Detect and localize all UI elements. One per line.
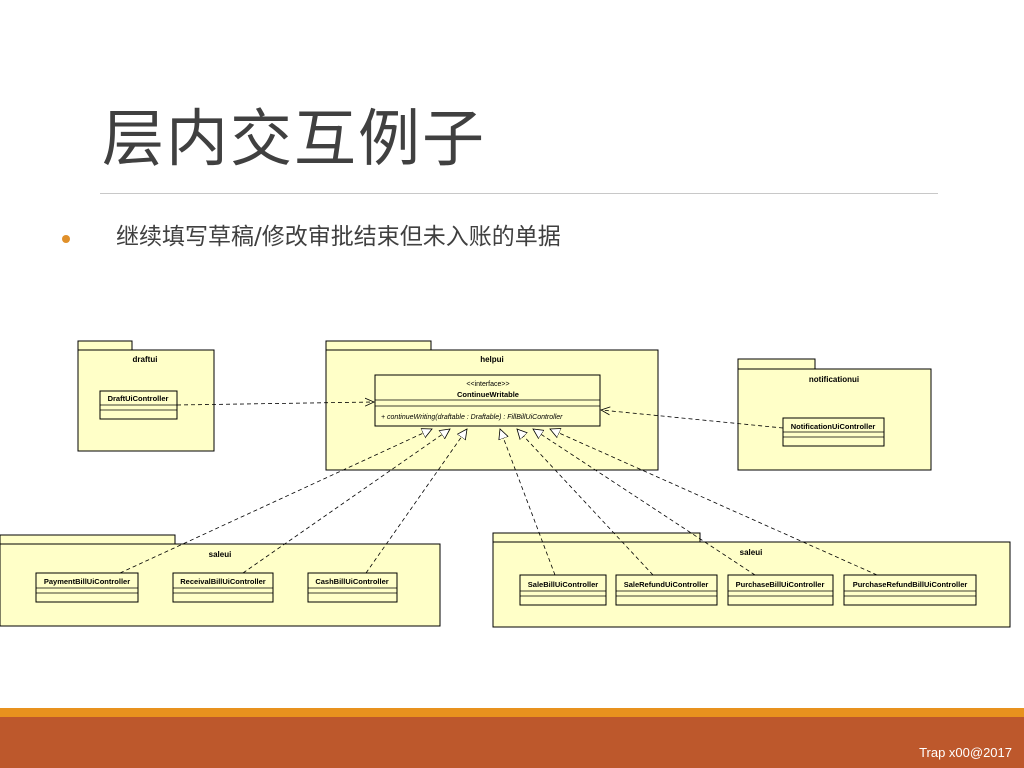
- interface-stereotype: <<interface>>: [466, 381, 509, 388]
- realization-purchase-refund: [550, 429, 878, 576]
- class-name-receival: ReceivalBillUiController: [180, 577, 266, 586]
- interface-name: ContinueWritable: [457, 390, 519, 399]
- class-paymentbilluicontroller: PaymentBillUiController: [35, 572, 139, 603]
- class-name-sale: SaleBillUiController: [528, 580, 599, 589]
- bullet-text: 继续填写草稿/修改审批结束但未入账的单据: [116, 224, 561, 250]
- package-notificationui: notificationui: [737, 358, 932, 471]
- footer-bar: [0, 717, 1024, 768]
- realization-cash: [365, 429, 467, 574]
- class-draftuicontroller: DraftUiController: [99, 390, 178, 420]
- realization-purchase: [533, 429, 756, 576]
- class-notificationuicontroller: NotificationUiController: [782, 417, 885, 447]
- package-label-saleui-left: saleui: [209, 550, 232, 559]
- class-cashbilluicontroller: CashBillUiController: [307, 572, 398, 603]
- package-label-helpui: helpui: [480, 355, 504, 364]
- class-name-notification: NotificationUiController: [791, 422, 876, 431]
- realization-receival: [242, 429, 450, 574]
- realization-sale: [500, 429, 556, 576]
- slide-title: 层内交互例子: [102, 102, 487, 175]
- package-label-saleui-right: saleui: [740, 548, 763, 557]
- class-name-sale-refund: SaleRefundUiController: [624, 580, 709, 589]
- class-name-cash: CashBillUiController: [315, 577, 388, 586]
- class-name-purchase: PurchaseBillUiController: [736, 580, 825, 589]
- bullet-dot-icon: [62, 235, 70, 243]
- package-label-notificationui: notificationui: [809, 375, 859, 384]
- dependency-draft-to-interface: [176, 402, 374, 405]
- class-salerefunduicontroller: SaleRefundUiController: [615, 574, 718, 606]
- package-label-draftui: draftui: [133, 355, 158, 364]
- class-name-purchase-refund: PurchaseRefundBillUiController: [853, 580, 968, 589]
- class-name-draft: DraftUiController: [108, 394, 169, 403]
- dependency-notification-to-interface: [601, 410, 784, 429]
- footer-accent-bar: [0, 708, 1024, 717]
- interface-operation: + continueWriting(draftable : Draftable)…: [381, 414, 563, 421]
- class-purchasebilluicontroller: PurchaseBillUiController: [727, 574, 834, 606]
- realization-sale-refund: [517, 429, 654, 576]
- class-purchaserefundbilluicontroller: PurchaseRefundBillUiController: [843, 574, 977, 606]
- title-divider: [100, 193, 938, 194]
- interface-continuewritable: <<interface>> ContinueWritable + continu…: [374, 374, 601, 427]
- class-salebilluicontroller: SaleBillUiController: [519, 574, 607, 606]
- realization-payment: [119, 429, 432, 574]
- class-receivalbilluicontroller: ReceivalBillUiController: [172, 572, 274, 603]
- footer-text: Trap x00@2017: [919, 745, 1012, 760]
- class-name-payment: PaymentBillUiController: [44, 577, 130, 586]
